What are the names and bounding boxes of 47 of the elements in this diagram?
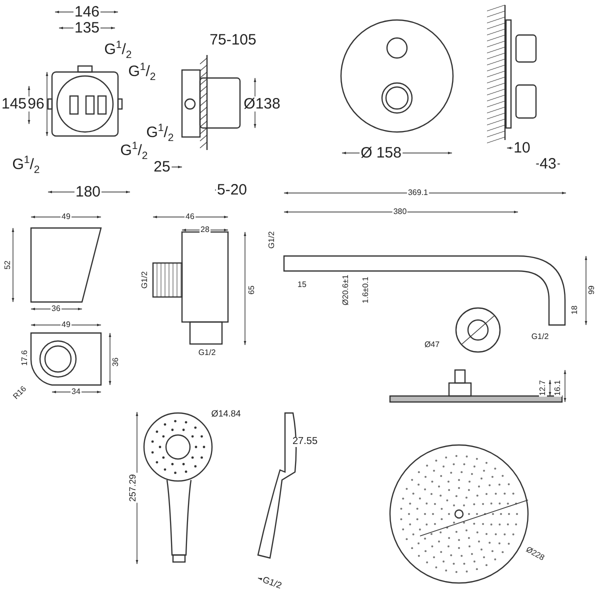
dimension-label: 65: [248, 284, 256, 296]
dimension-label: 10: [512, 140, 532, 156]
dimension-label: G$^{1}$/$_{2}$: [127, 62, 157, 82]
dimension-label: 34: [70, 388, 82, 396]
dimension-label: 12.7: [539, 379, 547, 397]
dimension-label: Ø47: [423, 341, 441, 349]
dimension-label: 36: [112, 356, 120, 368]
dimension-label: 369.1: [406, 189, 430, 197]
dimension-label: G1/2: [530, 333, 550, 341]
dimension-label: 49: [60, 213, 72, 221]
dimension-label: 43: [538, 156, 558, 172]
dimension-label: Ø20.6±1: [342, 274, 350, 306]
dimension-label: 25: [152, 160, 172, 174]
dimension-label: 17.6: [21, 349, 29, 367]
dimension-label: 96: [26, 96, 46, 112]
dimension-label: 49: [60, 321, 72, 329]
dimension-label: 380: [392, 208, 408, 216]
dimension-label: 18: [571, 304, 579, 316]
dimension-label: 28: [200, 226, 210, 234]
dimension-label: G1/2: [268, 230, 276, 250]
dimension-label: 27.55: [291, 437, 319, 447]
dimension-label: G$^{1}$/$_{2}$: [119, 140, 149, 162]
dimension-label: Ø14.84: [210, 410, 242, 418]
dimension-label: 135: [73, 20, 101, 36]
dimension-label: G$^{1}$/$_{2}$: [11, 154, 41, 176]
dimension-label: 15: [296, 281, 308, 289]
dimension-label: G1/2: [197, 349, 217, 357]
dimension-label: 46: [184, 213, 196, 221]
dimension-label: G$^{1}$/$_{2}$: [145, 122, 175, 144]
dimension-label: 1.6±0.1: [362, 276, 370, 304]
dimension-label: 5-20: [216, 182, 248, 198]
dimension-label: 145: [0, 96, 28, 112]
dimension-label: Ø138: [242, 96, 282, 112]
dimension-label: 99: [588, 284, 596, 296]
dimension-label: 257.29: [128, 473, 138, 503]
dimension-label: 180: [74, 184, 102, 200]
dimension-label: 75-105: [208, 32, 258, 48]
dimension-label: 146: [73, 4, 101, 20]
dimension-label: G1/2: [260, 575, 284, 591]
dimension-label: Ø228: [524, 545, 546, 563]
dimension-label: 52: [4, 260, 12, 270]
dimension-label: 36: [50, 305, 62, 313]
dimension-label: R16: [11, 384, 29, 402]
dimension-label: Ø 158: [360, 146, 402, 160]
dimension-label: 16.1: [554, 379, 562, 397]
dimension-label: G$^{1}$/$_{2}$: [103, 40, 133, 60]
dimension-label: G1/2: [141, 270, 149, 290]
